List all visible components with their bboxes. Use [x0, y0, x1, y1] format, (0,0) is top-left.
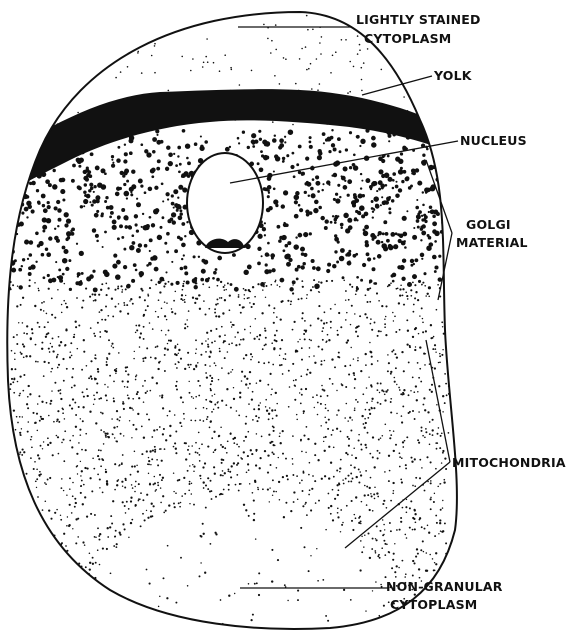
label-yolk: YOLK	[433, 68, 473, 83]
nucleus	[187, 153, 263, 253]
label-golgi-line2: MATERIAL	[456, 235, 528, 250]
label-lightly-stained-line2: CYTOPLASM	[364, 31, 451, 46]
label-non-granular-line2: CYTOPLASM	[390, 597, 477, 612]
label-non-granular-line1: NON-GRANULAR	[386, 579, 503, 594]
label-nucleus: NUCLEUS	[460, 133, 527, 148]
label-mitochondria: MITOCHONDRIA	[452, 455, 566, 470]
label-lightly-stained-line1: LIGHTLY STAINED	[356, 12, 481, 27]
label-golgi-line1: GOLGI	[466, 217, 511, 232]
